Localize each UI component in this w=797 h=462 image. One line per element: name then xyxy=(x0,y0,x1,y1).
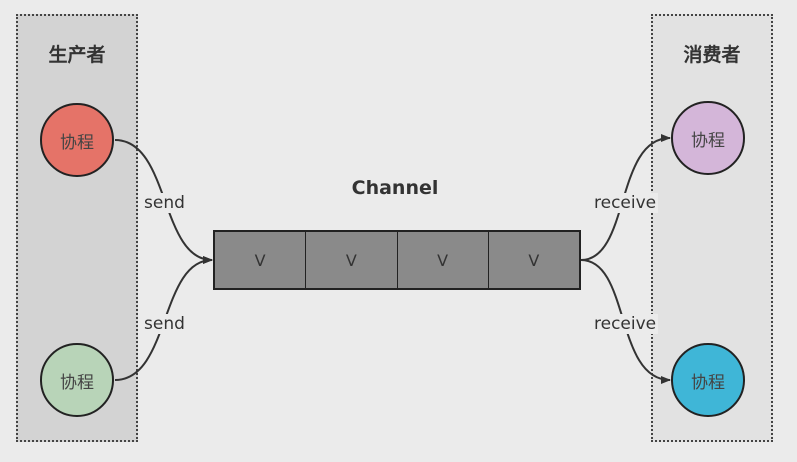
channel-slot: V xyxy=(215,232,307,288)
producer-node-top: 协程 xyxy=(40,103,114,177)
label-receive-bottom: receive xyxy=(592,314,659,334)
channel-title: Channel xyxy=(351,177,439,199)
producer-title: 生产者 xyxy=(48,44,106,66)
channel-slot: V xyxy=(398,232,489,288)
consumer-title: 消费者 xyxy=(683,44,741,66)
channel-slot: V xyxy=(528,250,540,270)
label-send-top: send xyxy=(142,193,187,213)
consumer-node-top: 协程 xyxy=(671,101,745,175)
consumer-node-bottom: 协程 xyxy=(671,343,745,417)
label-receive-top: receive xyxy=(592,193,659,213)
producer-node-bottom: 协程 xyxy=(40,343,114,417)
channel-buffer: V V V V xyxy=(213,230,581,290)
label-send-bottom: send xyxy=(142,314,187,334)
channel-slot: V xyxy=(306,232,398,288)
